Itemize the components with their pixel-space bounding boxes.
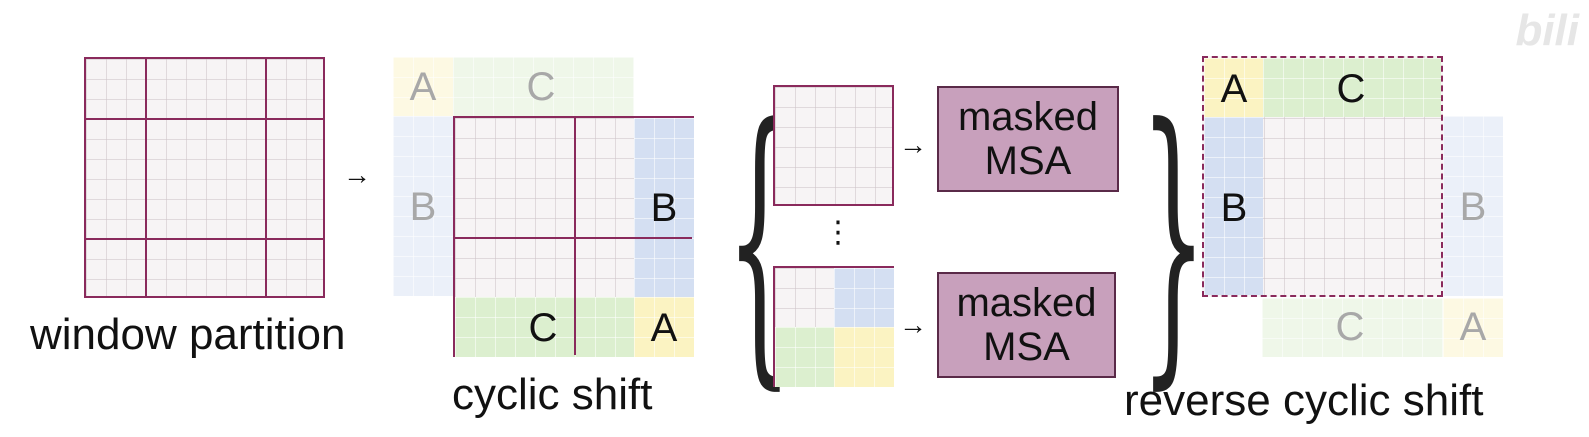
ghost-label-c: C: [1335, 305, 1365, 349]
restored-region-c: [1263, 58, 1441, 117]
batch-region-c: [775, 327, 834, 387]
partition-line-h2: [86, 238, 323, 240]
msa-label-line2: MSA: [983, 325, 1070, 369]
restored-region-b: [1204, 117, 1263, 295]
window-partition-caption: window partition: [30, 310, 346, 359]
arrow-right-icon: →: [899, 129, 927, 160]
ghost-region-b-right: [1443, 116, 1503, 296]
shifted-region-a: [634, 297, 694, 357]
ghost-region-c-bottom: [1262, 298, 1443, 357]
msa-label-line1: masked: [957, 95, 1099, 139]
restored-label-b: B: [1220, 186, 1248, 230]
masked-msa-block-1: masked MSA: [937, 86, 1119, 192]
partition-line-v1: [145, 59, 147, 296]
ghost-label-b: B: [1459, 185, 1487, 229]
shifted-label-b: B: [650, 186, 678, 230]
masked-msa-block-2: masked MSA: [937, 272, 1116, 378]
ghost-label-a: A: [409, 65, 437, 109]
arrow-right-icon: →: [899, 309, 927, 340]
ghost-label-b: B: [409, 185, 437, 229]
shift-line-h: [455, 237, 692, 239]
ghost-label-a: A: [1459, 305, 1487, 349]
cyclic-shift-grid: B C A: [453, 116, 694, 357]
ghost-region-c: [453, 57, 634, 116]
restored-label-a: A: [1220, 67, 1248, 111]
shifted-label-a: A: [650, 306, 678, 350]
window-partition-grid: [84, 57, 325, 298]
reverse-cyclic-shift-caption: reverse cyclic shift: [1124, 376, 1484, 425]
shifted-region-c: [455, 297, 634, 357]
ghost-label-c: C: [526, 65, 556, 109]
ghost-region-a-corner: [1443, 298, 1503, 357]
batch-region-b: [834, 268, 894, 327]
ghost-region-a: [393, 57, 453, 116]
shifted-region-b: [634, 118, 694, 297]
ellipsis: ⋮: [823, 216, 853, 249]
watermark-logo: bili: [1515, 6, 1579, 55]
msa-label-line2: MSA: [984, 139, 1072, 183]
ghost-region-b: [393, 116, 453, 296]
restored-label-c: C: [1336, 67, 1366, 111]
partition-line-v2: [265, 59, 267, 296]
msa-label-line1: masked: [956, 281, 1097, 325]
shifted-label-c: C: [528, 306, 558, 350]
batch-region-a: [834, 327, 894, 387]
cyclic-shift-caption: cyclic shift: [452, 370, 653, 419]
arrow-right-icon: →: [343, 159, 371, 190]
shift-line-v: [574, 118, 576, 355]
window-batch-top: [773, 85, 894, 206]
right-brace-icon: }: [1140, 65, 1207, 414]
reverse-shift-grid: A C B: [1202, 56, 1443, 297]
window-batch-bottom: [773, 266, 894, 387]
partition-line-h1: [86, 118, 323, 120]
restored-region-a: [1204, 58, 1263, 117]
